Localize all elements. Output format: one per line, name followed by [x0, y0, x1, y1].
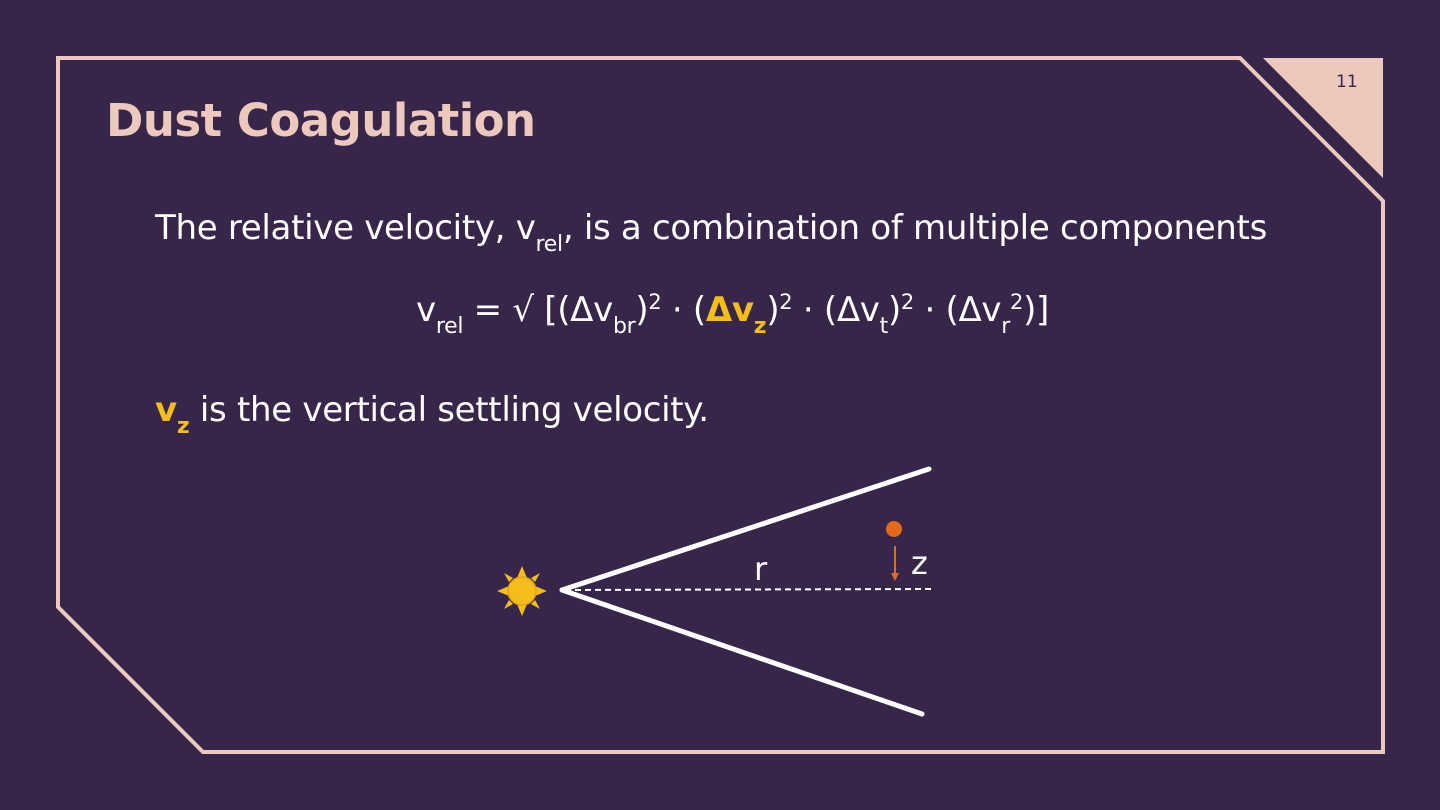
formula-r-subscript: r	[1001, 314, 1011, 339]
radius-label: r	[754, 550, 768, 588]
settling-text: vz is the vertical settling velocity.	[155, 390, 709, 439]
dust-particle-icon	[886, 521, 902, 537]
formula-exp-3: 2	[900, 290, 914, 314]
page-number: 11	[1336, 72, 1358, 92]
formula-highlight-symbol: Δv	[705, 290, 754, 330]
disk-lower-edge	[559, 587, 925, 717]
settling-symbol: v	[155, 390, 177, 430]
sqrt-symbol: √	[512, 290, 534, 330]
formula-t-subscript: t	[879, 314, 889, 339]
height-label: z	[911, 544, 928, 582]
intro-text: The relative velocity, vrel, is a combin…	[155, 208, 1268, 257]
formula-dot-1: · (	[661, 290, 706, 330]
velocity-formula: vrel = √ [(Δvbr)2 · (Δvz)2 · (Δvt)2 · (Δ…	[416, 290, 1050, 339]
formula-close-1: )	[635, 290, 649, 330]
formula-dot-2: · (Δv	[792, 290, 880, 330]
formula-exp-4: 2	[1010, 290, 1024, 314]
intro-subscript: rel	[535, 232, 564, 257]
disk-midplane	[564, 588, 932, 591]
formula-close-2: )	[766, 290, 780, 330]
settling-description: is the vertical settling velocity.	[189, 390, 709, 430]
formula-exp-1: 2	[648, 290, 662, 314]
formula-dot-3: · (Δv	[913, 290, 1002, 330]
formula-open: [(Δv	[533, 290, 613, 330]
settling-arrow-icon	[891, 546, 899, 581]
formula-lhs-symbol: v	[416, 290, 436, 330]
formula-equals: =	[463, 290, 513, 330]
formula-close-3: )	[887, 290, 901, 330]
intro-text-after: , is a combination of multiple component…	[562, 208, 1268, 248]
formula-highlight-subscript: z	[753, 314, 767, 339]
formula-lhs-subscript: rel	[435, 314, 464, 339]
formula-close-4: )]	[1023, 290, 1050, 330]
formula-br-subscript: br	[612, 314, 636, 339]
formula-exp-2: 2	[779, 290, 793, 314]
intro-text-before: The relative velocity, v	[155, 208, 536, 248]
frame-outline	[56, 56, 1385, 754]
slide-title: Dust Coagulation	[106, 94, 536, 147]
corner-tab	[1263, 58, 1383, 178]
settling-subscript: z	[176, 414, 190, 439]
disk-upper-edge	[559, 466, 932, 593]
sun-icon	[497, 566, 547, 616]
